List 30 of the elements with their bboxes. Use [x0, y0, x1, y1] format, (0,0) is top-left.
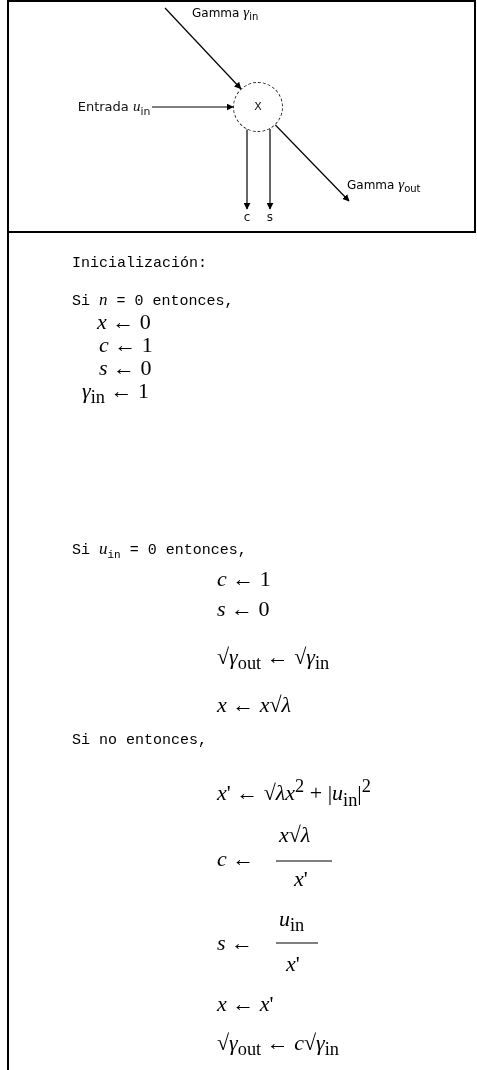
node-label: X — [254, 100, 262, 114]
formula: x ← x' — [217, 991, 274, 1017]
output-label: s — [266, 209, 274, 225]
formula: s ← 0 — [217, 596, 270, 622]
formula: c ← 1 — [217, 566, 271, 592]
formula: u$_{in}$ — [279, 906, 305, 937]
formula: x√λ — [279, 822, 311, 848]
pseudocode-line: Si no entonces, — [72, 732, 208, 750]
arrow — [164, 7, 242, 90]
pseudocode-line: Si u$_{in}$ = 0 entonces, — [72, 539, 247, 562]
formula: x' ← √λx$^{2}$ + |u$_{in}$|$^{2}$ — [217, 776, 371, 811]
arrow — [266, 128, 274, 210]
formula: x' — [294, 866, 308, 892]
formula: s ← 0 — [99, 355, 152, 381]
formula: γ$_{in}$ ← 1 — [82, 378, 149, 409]
formula: c ← — [217, 846, 255, 872]
formula: c ← 1 — [99, 332, 153, 358]
formula: x ← x√λ — [217, 692, 292, 718]
output-label: c — [243, 209, 251, 225]
pseudocode-line: Inicialización: — [72, 255, 208, 273]
input-label: Entrada u$_{in}$ — [77, 96, 151, 118]
formula: x ← 0 — [97, 309, 151, 335]
arrow — [151, 103, 234, 111]
arrow — [274, 124, 350, 202]
formula: √γ$_{out}$ ← c√γ$_{in}$ — [217, 1030, 339, 1061]
pseudocode-line: Si n = 0 entonces, — [72, 290, 234, 311]
arrow — [243, 128, 251, 210]
formula: s ← — [217, 930, 254, 956]
formula: x' — [286, 951, 300, 977]
formula: √γ$_{out}$ ← √γ$_{in}$ — [217, 644, 330, 675]
